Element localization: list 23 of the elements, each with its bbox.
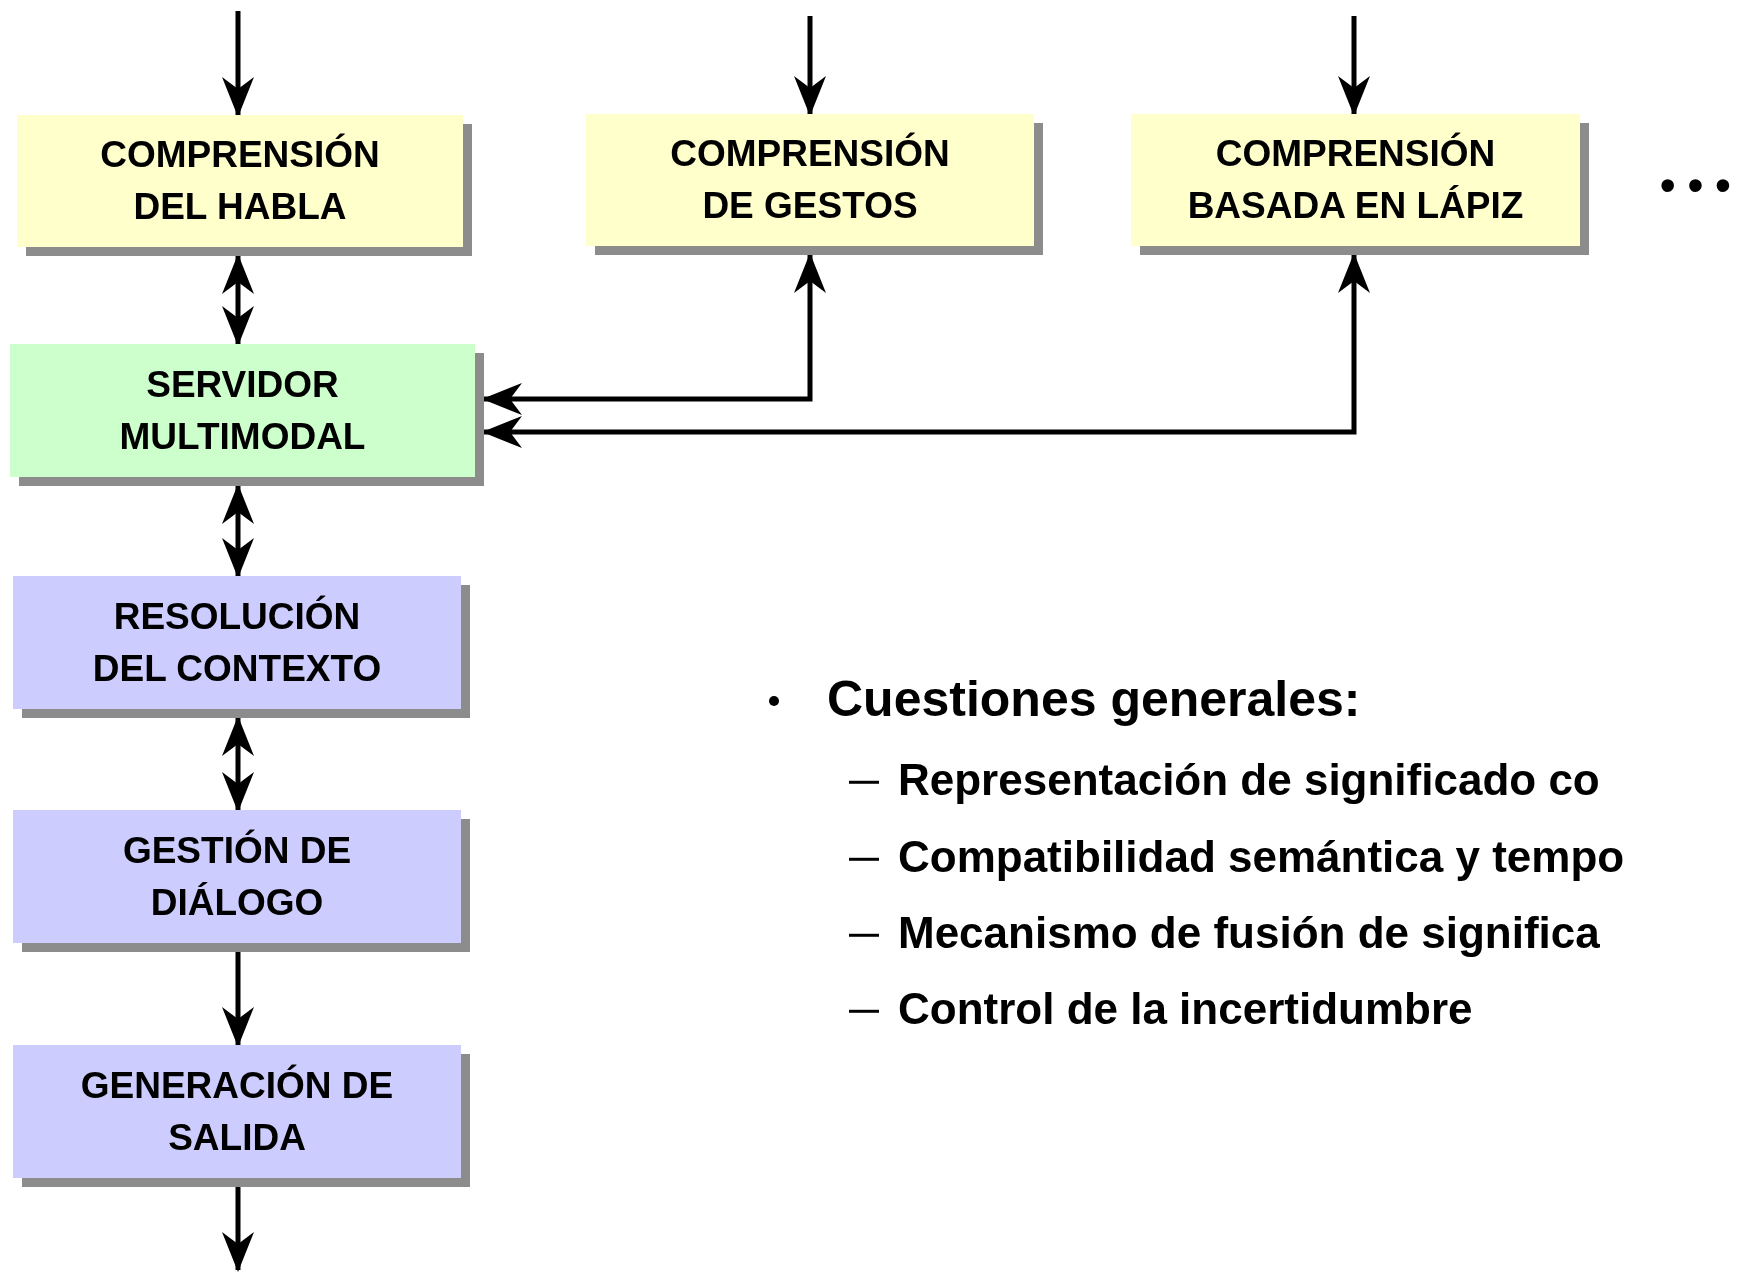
box-label: GESTIÓN DE DIÁLOGO	[121, 828, 353, 925]
ellipsis-label: • • •	[1660, 160, 1731, 210]
arrow	[222, 1187, 254, 1272]
box-label: RESOLUCIÓN DEL CONTEXTO	[91, 594, 383, 691]
arrow	[794, 16, 826, 116]
heading-text: Cuestiones generales:	[827, 670, 1361, 728]
list-item: Representación de significado co	[898, 755, 1600, 805]
box-label: GENERACIÓN DE SALIDA	[79, 1063, 395, 1160]
box-label: SERVIDOR MULTIMODAL	[118, 362, 367, 459]
list-item: Compatibilidad semántica y tempo	[898, 832, 1625, 882]
list-item: Control de la incertidumbre	[898, 984, 1473, 1034]
list-item: Mecanismo de fusión de significa	[898, 908, 1600, 958]
arrow	[222, 11, 254, 117]
arrow	[482, 253, 826, 415]
arrow	[222, 484, 254, 578]
box-label: COMPRENSIÓN BASADA EN LÁPIZ	[1186, 131, 1525, 228]
arrow	[222, 254, 254, 346]
arrow	[222, 716, 254, 812]
box-label: COMPRENSIÓN DEL HABLA	[99, 132, 381, 229]
arrow	[1338, 16, 1370, 116]
arrow	[222, 952, 254, 1047]
arrow	[482, 253, 1370, 448]
box-label: COMPRENSIÓN DE GESTOS	[669, 131, 951, 228]
